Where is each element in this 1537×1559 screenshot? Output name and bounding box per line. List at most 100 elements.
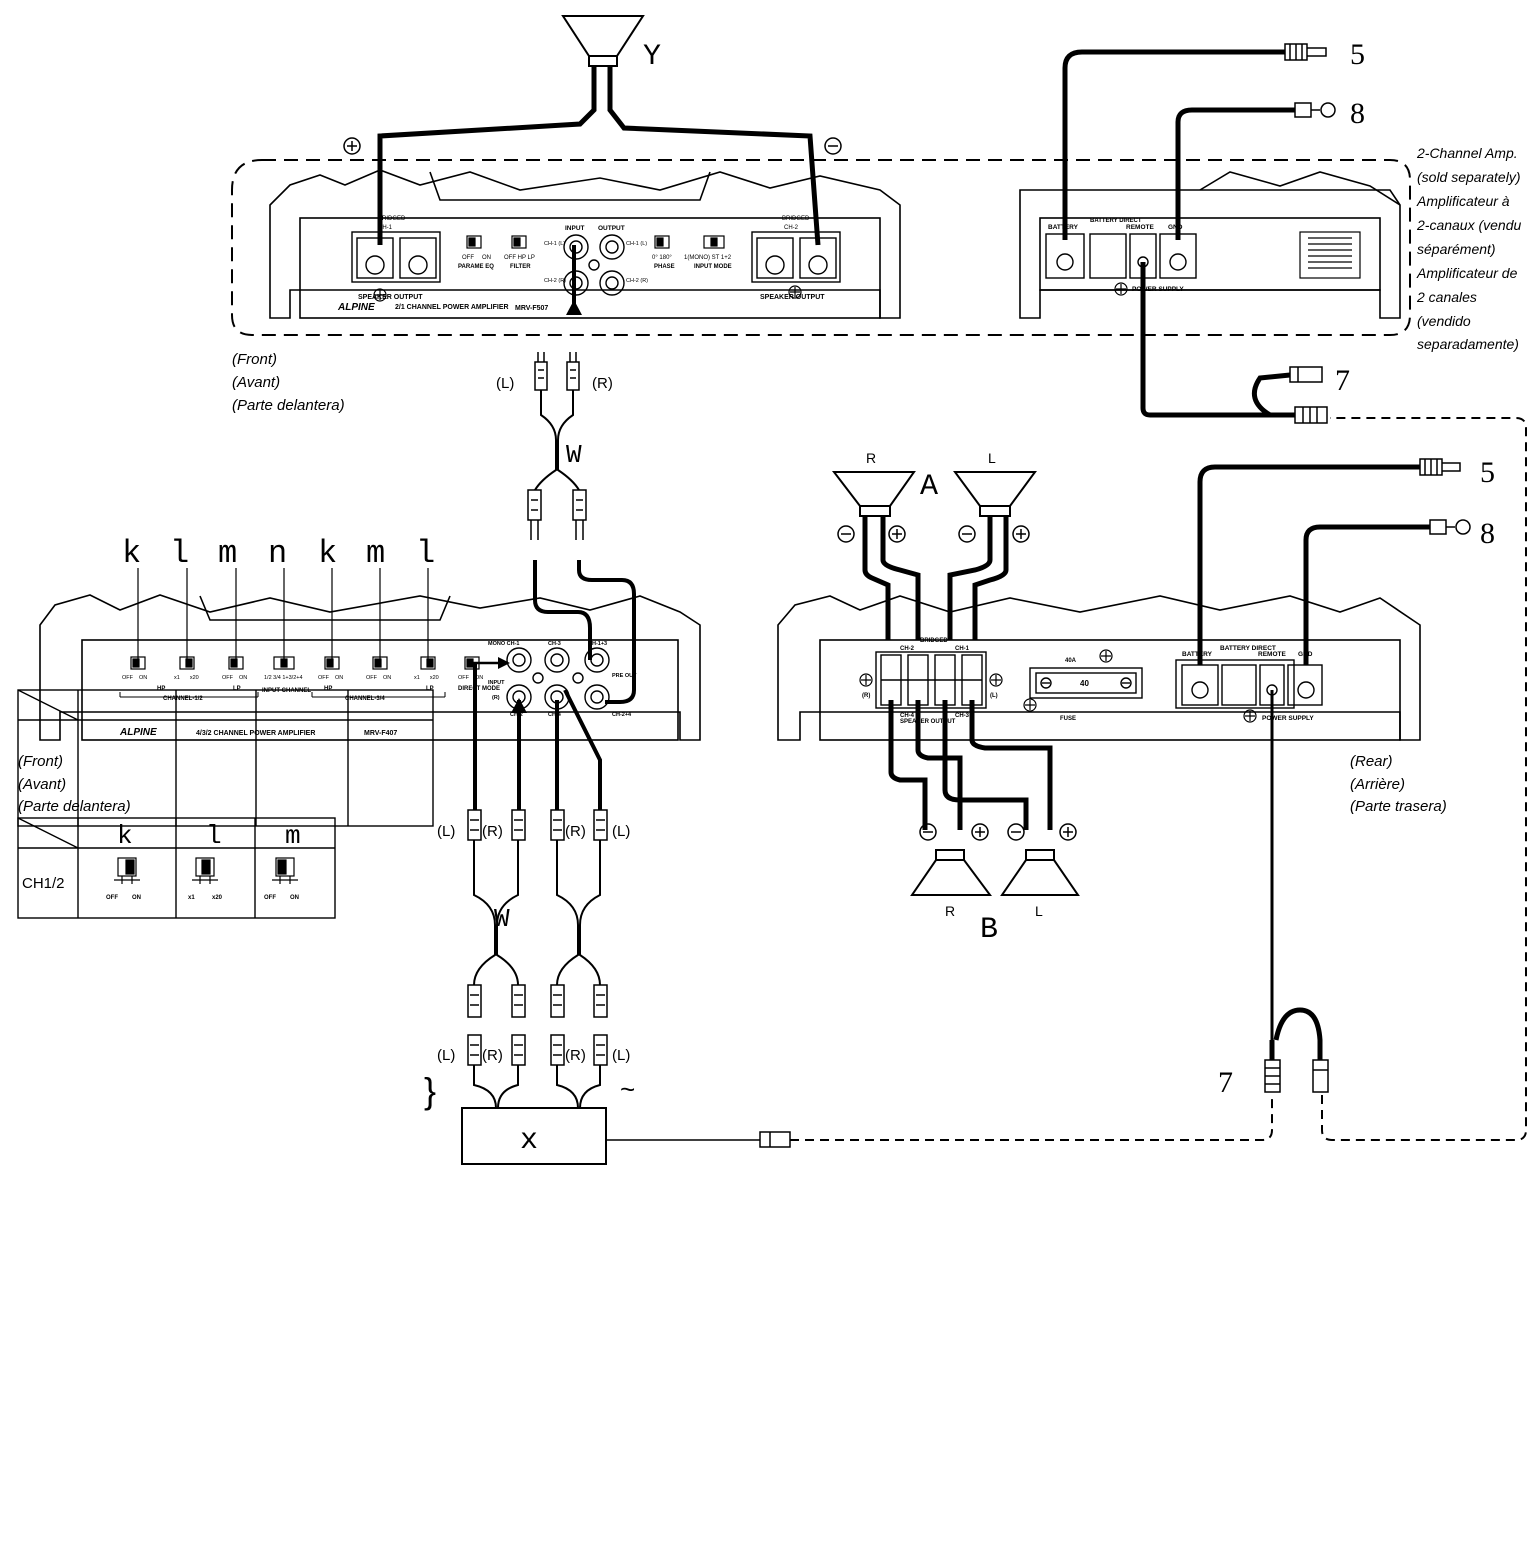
speaker-l-top: L bbox=[988, 450, 996, 466]
ring-terminal-icon bbox=[1294, 102, 1336, 118]
svg-text:(Avant): (Avant) bbox=[18, 776, 66, 793]
rear-amp-labels: BRIDGED CH-2 CH-1 CH-4 CH-3 SPEAKER OUTP… bbox=[862, 638, 1077, 725]
fuse-value: 40 bbox=[1080, 679, 1089, 688]
head-unit-box bbox=[461, 1107, 607, 1165]
callout-w-top: W bbox=[566, 440, 582, 470]
callout-5-top: 5 bbox=[1350, 38, 1365, 71]
callout-a: A bbox=[920, 470, 938, 504]
svg-text:HP: HP bbox=[157, 686, 165, 692]
callout-y: Y bbox=[643, 40, 661, 74]
svg-text:FUSE: FUSE bbox=[1060, 716, 1076, 722]
mid-rca-labels: MONO CH-1 CH-3 CH-1+3 INPUT (R) CH-2 CH-… bbox=[488, 641, 637, 718]
top-parame-eq: PARAME EQ bbox=[458, 264, 494, 270]
svg-text:CH-2: CH-2 bbox=[510, 712, 523, 718]
plus-icon bbox=[343, 137, 361, 155]
mid-letter-l2: l bbox=[416, 535, 435, 572]
top-switch-filter[interactable] bbox=[511, 235, 527, 249]
svg-text:DIRECT MODE: DIRECT MODE bbox=[458, 686, 500, 692]
svg-text:MONO CH-1: MONO CH-1 bbox=[488, 641, 519, 647]
svg-text:(Parte delantera): (Parte delantera) bbox=[232, 397, 345, 414]
svg-text:l: l bbox=[206, 821, 222, 851]
top-out-ch1: CH-1 (L) bbox=[626, 241, 647, 247]
mid-letter-k1: k bbox=[122, 535, 141, 572]
svg-text:(Front): (Front) bbox=[18, 753, 63, 770]
rca-cable-top bbox=[534, 390, 580, 491]
rca-wire-to-mid bbox=[533, 560, 592, 660]
speaker-l-bot: L bbox=[1035, 903, 1043, 919]
table-ch34-frame-drawn-actual bbox=[17, 689, 434, 827]
mid-letter-m2: m bbox=[366, 535, 385, 572]
mid-switches[interactable] bbox=[130, 656, 480, 670]
svg-text:CH1/2: CH1/2 bbox=[22, 875, 65, 892]
top-switch-input-mode[interactable] bbox=[703, 235, 725, 249]
top-input: INPUT bbox=[565, 225, 585, 232]
svg-text:(L): (L) bbox=[612, 1047, 630, 1064]
mid-rca-jacks bbox=[506, 647, 610, 710]
top-ch2: CH-2 bbox=[784, 225, 799, 231]
svg-text:BATTERY DIRECT: BATTERY DIRECT bbox=[1220, 645, 1276, 652]
connector-7-bottom bbox=[1264, 1059, 1329, 1093]
svg-text:(L): (L) bbox=[437, 823, 455, 840]
svg-text:CH-2+4: CH-2+4 bbox=[612, 712, 632, 718]
top-input-mode: INPUT MODE bbox=[694, 264, 732, 270]
top-phase: PHASE bbox=[654, 264, 675, 270]
top-switch-phase[interactable] bbox=[654, 235, 670, 249]
svg-text:BATTERY: BATTERY bbox=[1182, 651, 1213, 658]
svg-text:(sold separately): (sold separately) bbox=[1417, 169, 1521, 185]
svg-text:CH-2: CH-2 bbox=[900, 646, 915, 652]
ground-screw-icon bbox=[859, 673, 873, 687]
callout-8-mid: 8 bbox=[1480, 517, 1495, 550]
speaker-y bbox=[561, 15, 645, 67]
top-bridged-2: BRIDGED bbox=[782, 216, 810, 222]
top-mode-opts: 1(MONO) ST 1+2 bbox=[684, 255, 732, 261]
svg-text:(R): (R) bbox=[482, 823, 503, 840]
svg-text:(Rear): (Rear) bbox=[1350, 753, 1393, 770]
speaker-b-r bbox=[910, 849, 992, 896]
svg-text:1/2 3/4 1+3/2+4: 1/2 3/4 1+3/2+4 bbox=[264, 675, 303, 681]
svg-text:(Avant): (Avant) bbox=[232, 374, 280, 391]
top-output: OUTPUT bbox=[598, 225, 625, 232]
top-switch-eq[interactable] bbox=[466, 235, 482, 249]
remote-dashed-right bbox=[1321, 417, 1527, 1141]
mid-letter-leaders bbox=[137, 568, 429, 662]
svg-text:2 canales: 2 canales bbox=[1416, 289, 1477, 305]
front-label-top: (Front) (Avant) (Parte delantera) bbox=[232, 351, 345, 414]
arrow-icon bbox=[566, 300, 582, 315]
connector-icon bbox=[759, 1131, 791, 1148]
top-model: MRV-F507 bbox=[515, 305, 548, 312]
top-in-ch2: CH-2 (R) bbox=[544, 278, 566, 284]
svg-text:BRIDGED: BRIDGED bbox=[920, 638, 948, 644]
sold-separately-boundary bbox=[231, 159, 1411, 336]
callout-tilde: ~ bbox=[620, 1074, 635, 1104]
mid-model: MRV-F407 bbox=[364, 730, 397, 737]
mid-letter-m1: m bbox=[218, 535, 237, 572]
ground-screw-icon bbox=[373, 288, 387, 302]
svg-text:HP: HP bbox=[324, 686, 332, 692]
top-power-gnd: GND bbox=[1168, 224, 1183, 231]
svg-text:PRE OUT: PRE OUT bbox=[612, 673, 637, 679]
svg-text:LP: LP bbox=[426, 686, 434, 692]
mid-rca-plugs-lower bbox=[467, 984, 608, 1066]
svg-text:ON: ON bbox=[132, 895, 141, 901]
svg-text:(R): (R) bbox=[492, 695, 500, 701]
rca-top-r: (R) bbox=[592, 375, 613, 392]
svg-text:(Arrière): (Arrière) bbox=[1350, 776, 1405, 793]
gnd-wire-mid bbox=[1303, 524, 1430, 665]
svg-text:CH-4: CH-4 bbox=[900, 713, 915, 719]
mid-group-labels: HP LP HP LP CHANNEL-1/2 INPUT CHANNEL CH… bbox=[157, 686, 500, 702]
callout-8-top: 8 bbox=[1350, 97, 1365, 130]
arrow-icon bbox=[511, 698, 527, 713]
top-channel-desc: 2/1 CHANNEL POWER AMPLIFIER bbox=[395, 304, 509, 311]
polarity-icons-top bbox=[837, 525, 1030, 543]
svg-text:m: m bbox=[285, 821, 301, 851]
svg-text:x20: x20 bbox=[212, 895, 223, 901]
mid-letters: k l m n k m l bbox=[122, 535, 435, 572]
top-power-body bbox=[1019, 171, 1401, 319]
top-bridged-1: BRIDGED bbox=[378, 216, 406, 222]
svg-text:x1: x1 bbox=[188, 895, 195, 901]
rear-label: (Rear) (Arrière) (Parte trasera) bbox=[1350, 753, 1447, 815]
